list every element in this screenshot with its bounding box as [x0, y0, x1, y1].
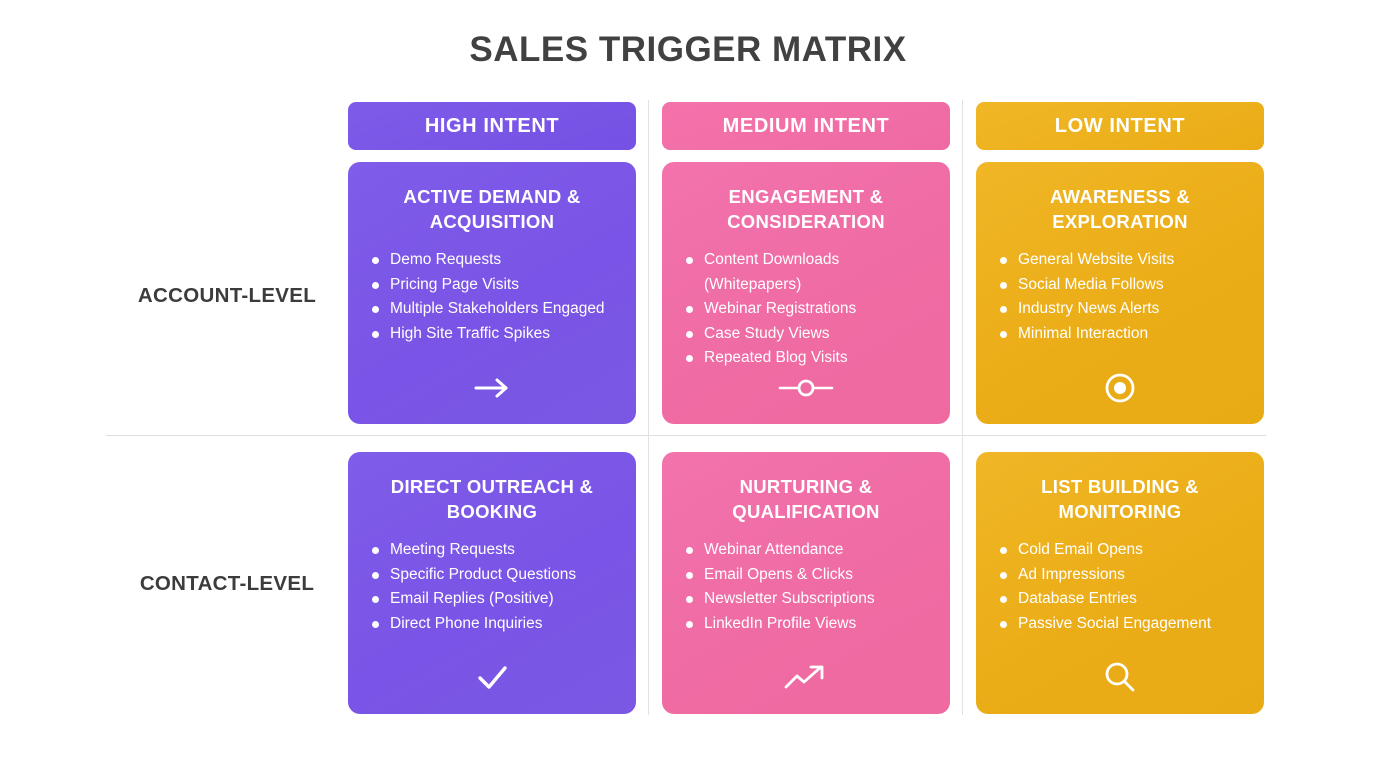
- card-title: NURTURING & QUALIFICATION: [732, 476, 880, 522]
- card-title: ENGAGEMENT & CONSIDERATION: [727, 186, 885, 232]
- card-contact-low-intent[interactable]: LIST BUILDING & MONITORING Cold Email Op…: [976, 452, 1264, 714]
- list-item: Email Opens & Clicks: [684, 563, 932, 588]
- card-contact-medium-intent[interactable]: NURTURING & QUALIFICATION Webinar Attend…: [662, 452, 950, 714]
- list-item: Social Media Follows: [998, 273, 1246, 298]
- list-item: Industry News Alerts: [998, 297, 1246, 322]
- card-trigger-list: General Website Visits Social Media Foll…: [994, 248, 1246, 346]
- list-item: Email Replies (Positive): [370, 587, 618, 612]
- card-trigger-list: Cold Email Opens Ad Impressions Database…: [994, 538, 1246, 636]
- list-item: High Site Traffic Spikes: [370, 322, 618, 347]
- search-icon: [976, 658, 1264, 698]
- list-item: Direct Phone Inquiries: [370, 612, 618, 637]
- card-trigger-list: Meeting Requests Specific Product Questi…: [366, 538, 618, 636]
- list-item: LinkedIn Profile Views: [684, 612, 932, 637]
- list-item: Database Entries: [998, 587, 1246, 612]
- card-contact-high-intent[interactable]: DIRECT OUTREACH & BOOKING Meeting Reques…: [348, 452, 636, 714]
- list-item: Ad Impressions: [998, 563, 1246, 588]
- row-label-contact-level: CONTACT-LEVEL: [139, 572, 315, 595]
- list-item: Newsletter Subscriptions: [684, 587, 932, 612]
- list-item: Specific Product Questions: [370, 563, 618, 588]
- card-trigger-list: Demo Requests Pricing Page Visits Multip…: [366, 248, 618, 346]
- list-item: Pricing Page Visits: [370, 273, 618, 298]
- vertical-divider-2: [962, 100, 963, 715]
- checkmark-icon: [348, 658, 636, 698]
- list-item: Webinar Attendance: [684, 538, 932, 563]
- matrix-grid: ACCOUNT-LEVEL CONTACT-LEVEL HIGH INTENT …: [106, 100, 1266, 715]
- column-header-low-intent[interactable]: LOW INTENT: [976, 102, 1264, 150]
- card-account-low-intent[interactable]: AWARENESS & EXPLORATION General Website …: [976, 162, 1264, 424]
- column-header-high-intent[interactable]: HIGH INTENT: [348, 102, 636, 150]
- list-item: Repeated Blog Visits: [684, 346, 932, 371]
- list-item: Minimal Interaction: [998, 322, 1246, 347]
- trending-up-icon: [662, 658, 950, 698]
- list-item: Multiple Stakeholders Engaged: [370, 297, 618, 322]
- card-account-high-intent[interactable]: ACTIVE DEMAND & ACQUISITION Demo Request…: [348, 162, 636, 424]
- list-item: Content Downloads (Whitepapers): [684, 248, 932, 297]
- list-item: General Website Visits: [998, 248, 1246, 273]
- card-trigger-list: Webinar Attendance Email Opens & Clicks …: [680, 538, 932, 636]
- list-item: Cold Email Opens: [998, 538, 1246, 563]
- card-title: AWARENESS & EXPLORATION: [1049, 186, 1191, 232]
- page-title: SALES TRIGGER MATRIX: [469, 30, 907, 69]
- horizontal-divider: [106, 435, 1266, 436]
- list-item: Meeting Requests: [370, 538, 618, 563]
- card-trigger-list: Content Downloads (Whitepapers) Webinar …: [680, 248, 932, 371]
- row-label-account-level: ACCOUNT-LEVEL: [137, 284, 317, 307]
- list-item: Webinar Registrations: [684, 297, 932, 322]
- list-item: Case Study Views: [684, 322, 932, 347]
- card-account-medium-intent[interactable]: ENGAGEMENT & CONSIDERATION Content Downl…: [662, 162, 950, 424]
- card-title: LIST BUILDING & MONITORING: [1041, 476, 1199, 522]
- row-label-column: ACCOUNT-LEVEL CONTACT-LEVEL: [106, 100, 348, 715]
- column-header-medium-intent[interactable]: MEDIUM INTENT: [662, 102, 950, 150]
- target-circle-icon: [976, 368, 1264, 408]
- slider-adjust-icon: [662, 368, 950, 408]
- list-item: Demo Requests: [370, 248, 618, 273]
- arrow-right-icon: [348, 368, 636, 408]
- list-item: Passive Social Engagement: [998, 612, 1246, 637]
- card-title: DIRECT OUTREACH & BOOKING: [390, 476, 594, 522]
- vertical-divider-1: [648, 100, 649, 715]
- card-title: ACTIVE DEMAND & ACQUISITION: [403, 186, 581, 232]
